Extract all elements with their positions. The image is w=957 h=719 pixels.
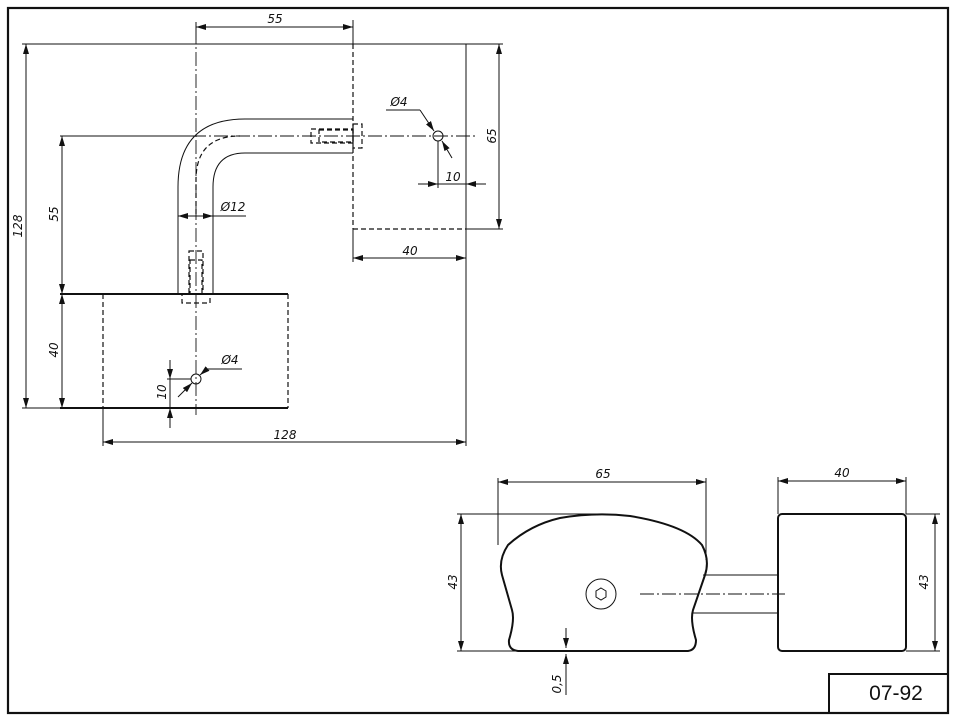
knob-profile — [499, 513, 708, 652]
title-block: 07-92 — [828, 673, 949, 714]
dim-right-65: 65 — [466, 43, 503, 230]
svg-text:128: 128 — [274, 428, 297, 442]
svg-text:128: 128 — [11, 214, 25, 237]
svg-text:10: 10 — [445, 170, 461, 184]
dim-knob-65: 65 — [497, 467, 707, 560]
side-block — [777, 513, 907, 652]
screw-head — [585, 578, 617, 610]
svg-text:0,5: 0,5 — [550, 674, 564, 693]
dim-left-hole-offset: 10 — [155, 360, 191, 428]
side-view: 65 43 40 43 0,5 — [446, 466, 940, 695]
drawing-frame — [6, 6, 950, 715]
bent-rod — [177, 118, 363, 304]
side-rod — [692, 574, 778, 614]
svg-text:43: 43 — [917, 574, 931, 589]
dim-right-40: 40 — [352, 229, 466, 262]
svg-text:40: 40 — [402, 244, 418, 258]
svg-text:43: 43 — [446, 574, 460, 589]
dim-block-40: 40 — [47, 294, 65, 408]
dim-top-55: 55 — [195, 12, 354, 44]
top-view: 55 128 55 40 128 65 — [11, 12, 503, 446]
drawing-number: 07-92 — [869, 682, 923, 705]
hex-socket-icon — [595, 587, 607, 601]
dim-right-hole-offset: 10 — [418, 141, 486, 188]
bottom-block — [60, 293, 289, 409]
svg-text:40: 40 — [47, 342, 61, 358]
dim-right-hole-diameter: Ø4 — [386, 95, 453, 159]
svg-text:10: 10 — [155, 384, 169, 400]
dim-block-40-side: 40 — [777, 466, 907, 514]
dim-knob-43: 43 — [446, 513, 600, 652]
svg-text:Ø4: Ø4 — [389, 95, 407, 109]
svg-text:55: 55 — [47, 206, 61, 221]
dim-overall-128-horizontal: 128 — [102, 229, 467, 446]
dim-overall-128-vertical: 128 — [11, 43, 353, 409]
dim-block-43-side: 43 — [906, 513, 940, 652]
dim-left-55: 55 — [47, 135, 196, 294]
dim-gap-0-5: 0,5 — [550, 628, 569, 695]
dim-rod-diameter: Ø12 — [178, 200, 246, 219]
svg-text:65: 65 — [595, 467, 610, 481]
svg-text:Ø4: Ø4 — [220, 353, 238, 367]
right-block — [352, 43, 467, 230]
svg-text:Ø12: Ø12 — [220, 200, 246, 214]
svg-text:40: 40 — [834, 466, 850, 480]
svg-text:65: 65 — [485, 128, 499, 143]
svg-text:55: 55 — [267, 12, 282, 26]
dim-left-hole-diameter: Ø4 — [177, 353, 242, 398]
